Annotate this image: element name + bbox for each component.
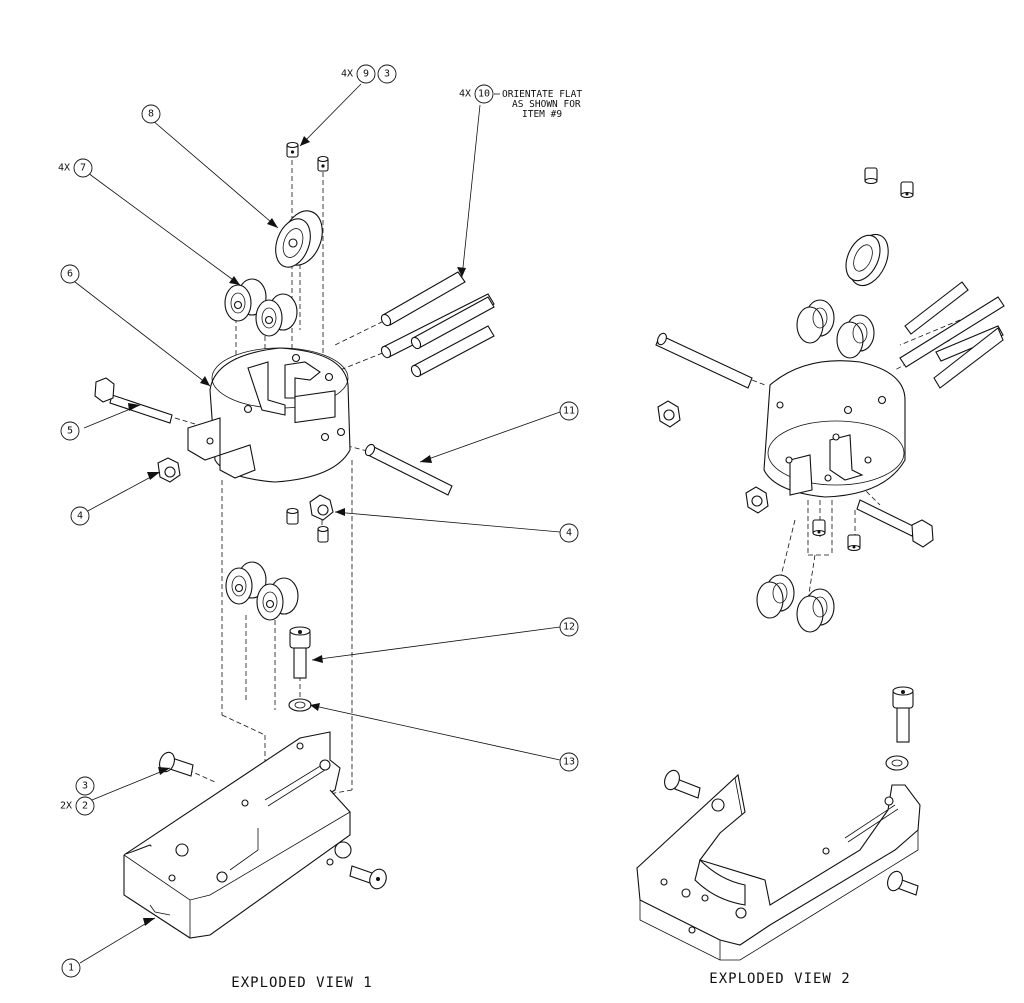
leader-lines-view1 [74,83,561,964]
cap-screw-view2 [892,686,914,743]
base-plate-view2 [636,773,921,961]
svg-text:6: 6 [67,269,73,280]
rollers-view2-bottom [756,574,835,633]
quantity-10: 4X [459,89,471,100]
svg-text:4: 4 [566,528,572,539]
screw-item-3-left [159,751,194,777]
svg-text:11: 11 [563,406,575,417]
exploded-view-2: EXPLODED VIEW 2 [636,167,1005,987]
nut-item-4-left [157,457,181,483]
callout-12: 12 [559,617,579,637]
view-2-title: EXPLODED VIEW 2 [709,971,850,987]
rollers-view2-top [796,299,875,359]
callout-11: 11 [559,401,579,421]
rollers-item-7-bottom [225,561,299,621]
callout-10: 10 [474,84,494,104]
set-screws-lower [286,507,329,543]
set-screw-item-9 [286,141,329,172]
housing-view2 [763,360,906,498]
cap-screw-item-12 [289,626,311,679]
callout-8: 8 [141,104,161,124]
svg-text:3: 3 [82,781,88,792]
note-line-1: ORIENTATE FLAT [502,89,582,100]
callout-3-bottom: 3 [75,776,95,796]
set-screws-view2-top [864,167,914,199]
svg-text:3: 3 [384,69,390,80]
nut-view2-left [657,400,681,428]
nut-view2-lower [745,486,769,514]
washer-view2 [885,755,909,771]
pins-view2 [655,281,1005,389]
bolt-view2 [856,499,934,548]
callout-1: 1 [61,958,81,978]
callout-2: 2 [75,796,95,816]
svg-text:8: 8 [148,109,154,120]
view-1-title: EXPLODED VIEW 1 [231,975,372,991]
rollers-item-7-top [224,278,298,337]
svg-text:1: 1 [68,963,74,974]
bolt-item-5 [94,377,173,424]
housing-item-6 [187,347,351,483]
pin-item-11 [364,443,453,496]
quantity-2: 2X [60,801,72,812]
quantity-9: 4X [341,69,353,80]
screw-view2-left [664,769,701,799]
svg-text:9: 9 [363,69,369,80]
callout-5: 5 [60,421,80,441]
base-plate-item-1 [123,731,352,939]
svg-text:2: 2 [82,801,88,812]
disk-item-8 [275,210,323,268]
nut-item-4-right [309,494,334,521]
callout-4-left: 4 [70,506,90,526]
screw-view2-right [887,870,919,896]
note-item-10: ORIENTATE FLAT AS SHOWN FOR ITEM #9 [502,89,582,120]
svg-text:13: 13 [563,757,575,768]
set-screws-view2-lower [812,519,861,552]
svg-text:7: 7 [80,163,86,174]
callout-6: 6 [60,264,80,284]
callout-4-right: 4 [559,523,579,543]
washer-item-13 [288,698,312,712]
exploded-view-1: 9 3 4X 10 4X ORIENTATE FLAT AS SHOWN FOR… [58,64,582,991]
pins-item-10 [380,271,495,378]
note-line-2: AS SHOWN FOR [512,99,581,110]
note-line-3: ITEM #9 [522,109,562,120]
callout-13: 13 [559,752,579,772]
arrowheads-view1 [128,136,466,926]
svg-text:5: 5 [67,426,73,437]
callout-7: 7 [73,158,93,178]
disk-view2 [845,233,889,287]
svg-text:10: 10 [478,89,490,100]
callout-9: 9 [356,64,376,84]
quantity-7: 4X [58,163,70,174]
svg-text:12: 12 [563,622,575,633]
svg-text:4: 4 [77,511,83,522]
screw-item-3-right [349,865,387,890]
callout-3-top: 3 [377,64,397,84]
